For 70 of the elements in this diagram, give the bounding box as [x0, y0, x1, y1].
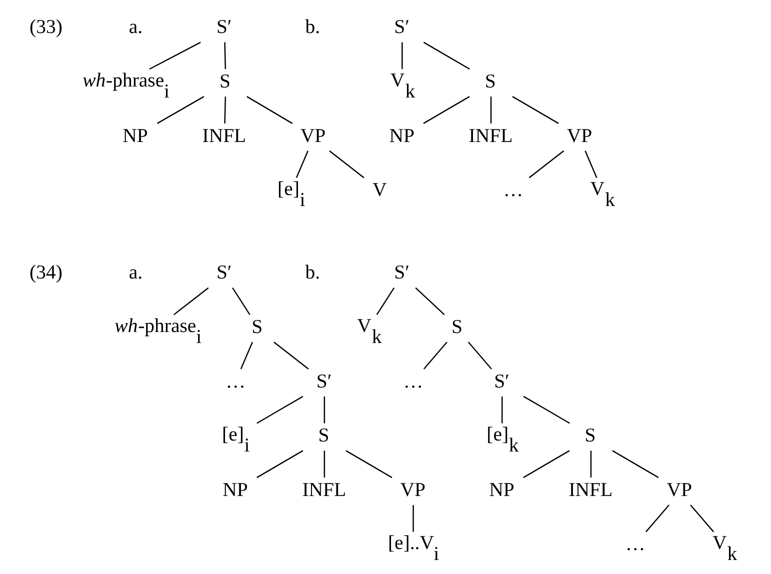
label: a.: [128, 16, 143, 38]
connector: [324, 396, 326, 424]
connector: [173, 287, 209, 316]
connector: [246, 96, 293, 124]
label: (34): [30, 262, 62, 284]
connector: [646, 504, 670, 532]
connector: [423, 342, 448, 370]
connector: [501, 396, 503, 424]
connector: [584, 150, 598, 178]
node-text: …: [226, 370, 246, 392]
node-text: NP: [389, 124, 414, 147]
node-text: S: [484, 70, 496, 92]
connector: [423, 96, 470, 124]
connector: [232, 288, 250, 315]
node-text: INFL: [568, 478, 613, 501]
node-text: S′: [394, 262, 410, 284]
connector: [402, 42, 403, 70]
node-text: VP: [300, 124, 326, 147]
node-text: NP: [122, 124, 148, 147]
node-text: …: [403, 370, 424, 392]
connector: [224, 42, 226, 70]
connector: [523, 396, 570, 424]
node-text: NP: [222, 478, 248, 501]
node-text: …: [625, 533, 646, 556]
node-text: S: [220, 70, 231, 92]
connector: [149, 42, 201, 70]
connector: [528, 150, 564, 178]
node-text: S′: [394, 16, 410, 38]
node-text: INFL: [468, 124, 513, 147]
connector: [612, 450, 659, 478]
connector: [329, 150, 364, 178]
node-text: S′: [216, 16, 232, 38]
connector: [324, 450, 326, 478]
node-text: S: [584, 424, 596, 447]
connector: [412, 504, 414, 532]
connector: [346, 450, 392, 478]
node-text: VP: [666, 478, 692, 501]
connector: [523, 450, 570, 478]
node-text: S: [452, 316, 462, 338]
node-text: VP: [400, 478, 426, 501]
label: b.: [305, 16, 320, 38]
connector: [590, 450, 592, 478]
connector: [512, 96, 559, 124]
connector: [490, 96, 492, 124]
node-text: NP: [489, 478, 514, 501]
node-text: …: [503, 179, 524, 202]
connector: [274, 342, 309, 370]
connector: [156, 96, 204, 124]
node-text: VP: [566, 124, 592, 147]
node-text: S: [318, 424, 330, 447]
connector: [256, 450, 304, 478]
node-text: S′: [316, 370, 332, 392]
node-text: S′: [494, 370, 510, 392]
node-text: INFL: [202, 124, 246, 147]
connector: [415, 287, 445, 316]
node-text: S′: [216, 262, 232, 284]
connector: [256, 396, 304, 424]
connector: [224, 96, 226, 124]
node-text: S: [252, 316, 263, 338]
connector: [423, 42, 470, 70]
connector: [376, 288, 395, 315]
label: a.: [128, 262, 143, 284]
connector: [690, 504, 714, 532]
node-text: V: [372, 179, 387, 202]
connector: [240, 342, 253, 370]
connector: [296, 150, 308, 178]
node-text: INFL: [302, 478, 346, 501]
connector: [468, 342, 492, 370]
label: (33): [30, 16, 62, 38]
label: b.: [305, 262, 320, 284]
